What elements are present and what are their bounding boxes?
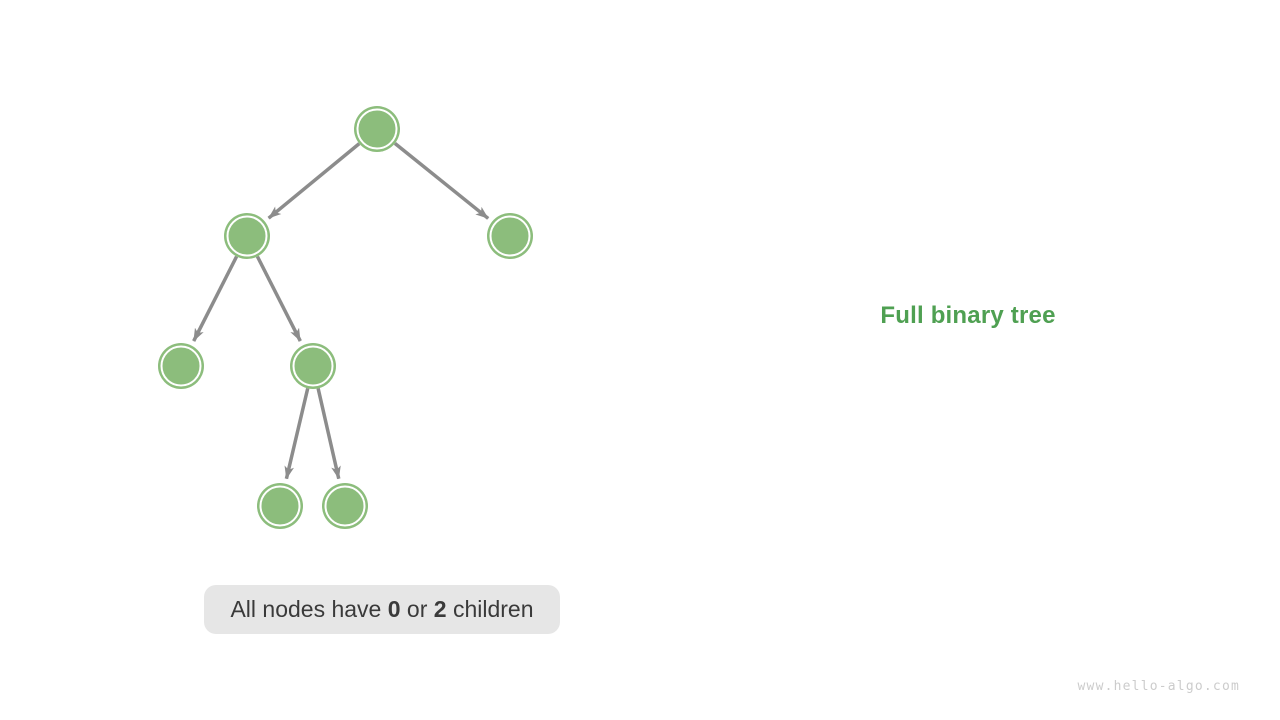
caption-pill: All nodes have 0 or 2 children xyxy=(204,585,560,634)
tree-edge xyxy=(393,142,490,220)
tree-node xyxy=(322,483,368,529)
tree-node xyxy=(487,213,533,259)
tree-node xyxy=(354,106,400,152)
caption-text: children xyxy=(446,596,534,622)
watermark: www.hello-algo.com xyxy=(1077,679,1240,694)
tree-node xyxy=(257,483,303,529)
tree-edge xyxy=(316,388,341,480)
caption-text: All nodes have xyxy=(230,596,388,622)
diagram-title: Full binary tree xyxy=(880,302,1056,329)
caption-text: or xyxy=(400,596,434,622)
tree-edge xyxy=(284,387,310,480)
tree-node xyxy=(290,343,336,389)
tree-edge xyxy=(192,255,239,342)
caption-bold-zero: 0 xyxy=(387,596,401,622)
tree-edge xyxy=(267,142,361,220)
caption-bold-two: 2 xyxy=(433,596,447,622)
tree-edge xyxy=(255,255,302,342)
tree-node xyxy=(158,343,204,389)
tree-node xyxy=(224,213,270,259)
